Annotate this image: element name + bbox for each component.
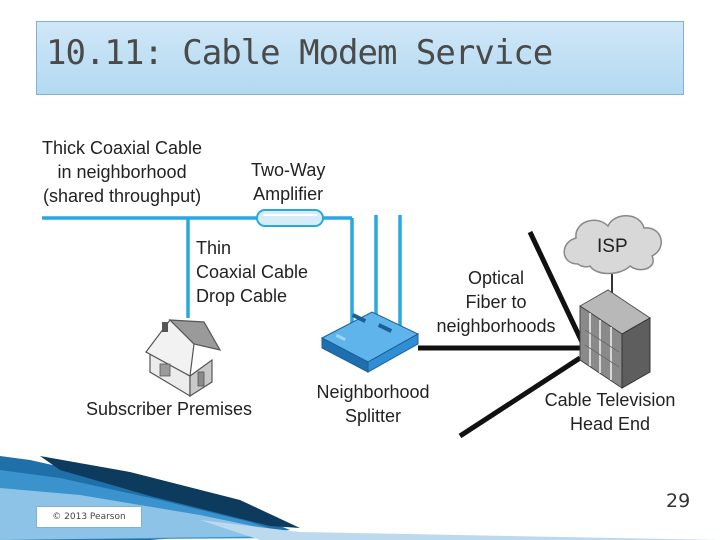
amplifier-label-line1: Two-Way [251,160,326,180]
splitter-label-line2: Splitter [344,406,402,426]
optical-fiber-label-line1: Optical [467,268,525,288]
splitter-label: Neighborhood Splitter [308,380,438,428]
amplifier-label: Two-Way Amplifier [251,158,325,206]
head-end-label-line1: Cable Television [544,390,676,410]
head-end-label: Cable Television Head End [534,388,686,436]
thick-coax-label: Thick Coaxial Cable in neighborhood (sha… [42,136,202,208]
thick-coax-label-line2: in neighborhood [57,162,187,182]
slide-title: 10.11: Cable Modem Service [46,33,553,73]
slide-number: 29 [666,490,691,512]
splitter-label-line1: Neighborhood [316,382,430,402]
isp-cloud-icon [563,215,662,298]
head-end-rack-icon [579,289,651,389]
amplifier-icon [256,209,324,227]
thick-coax-label-line1: Thick Coaxial Cable [42,138,203,158]
subscriber-label: Subscriber Premises [86,399,253,419]
thin-coax-label-line1: Thin [196,238,232,258]
thin-coax-label-line3: Drop Cable [196,286,288,306]
optical-fiber-label-line2: Fiber to [465,292,527,312]
head-end-label-line2: Head End [569,414,651,434]
thin-coax-label: Thin Coaxial Cable Drop Cable [196,236,308,308]
optical-fiber-label: Optical Fiber to neighborhoods [428,266,564,338]
title-bar: 10.11: Cable Modem Service [36,21,684,95]
amplifier-label-line2: Amplifier [253,184,324,204]
thin-coax-label-line2: Coaxial Cable [196,262,309,282]
isp-label: ISP [597,236,628,257]
copyright-notice: © 2013 Pearson [36,506,142,528]
optical-fiber-lines [418,230,585,439]
house-icon [145,319,222,398]
optical-fiber-label-line3: neighborhoods [436,316,556,336]
splitter-icon [320,311,420,373]
thick-coax-label-line3: (shared throughput) [42,186,202,206]
